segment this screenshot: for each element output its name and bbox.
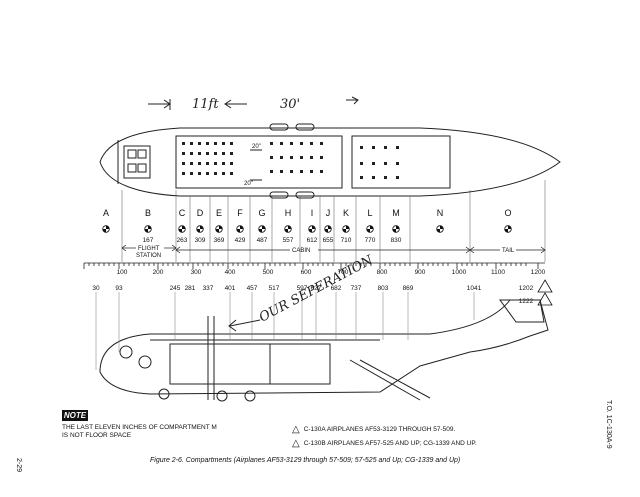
station-mark: 93 — [115, 285, 123, 292]
station-scale-ruler — [83, 262, 545, 269]
scale-label: 700 — [338, 269, 349, 276]
legend-text-1: C-130A AIRPLANES AF53-3129 THROUGH 57-50… — [303, 426, 456, 434]
compartment-letter: C — [179, 208, 186, 218]
station-mark: 457 — [247, 285, 258, 292]
station-mark: 245 — [170, 285, 181, 292]
floor-dim-upper: 20" — [252, 144, 261, 150]
compartment-letter: M — [392, 208, 400, 218]
compartment-letter: H — [285, 208, 292, 218]
revision-triangle-icon — [537, 279, 553, 306]
station-mark: 517 — [269, 285, 280, 292]
station-mark: 281 — [185, 285, 196, 292]
page-number: 2-29 — [15, 458, 22, 473]
compartment-letter: A — [103, 208, 109, 218]
note-text: THE LAST ELEVEN INCHES OF COMPARTMENT M … — [62, 424, 252, 440]
figure-caption: Figure 2-6. Compartments (Airplanes AF53… — [150, 457, 461, 464]
scale-label: 900 — [415, 269, 426, 276]
compartment-letter: K — [343, 208, 349, 218]
compartment-letter: L — [367, 208, 372, 218]
tail-label: TAIL — [502, 248, 515, 254]
station-mark: 803 — [378, 285, 389, 292]
centroid-symbols — [102, 225, 512, 233]
flight-station-label-2: STATION — [136, 253, 161, 259]
station-mark: 597 — [297, 285, 308, 292]
centroid-station: 309 — [195, 237, 206, 244]
station-lines — [121, 180, 546, 262]
side-view-station-lines — [95, 292, 475, 370]
scale-label: 1000 — [452, 269, 467, 276]
compartment-letter: D — [197, 208, 204, 218]
scale-label: 100 — [117, 269, 128, 276]
side-view-fuselage — [99, 299, 549, 402]
zone-brackets — [121, 244, 546, 254]
station-mark: 337 — [203, 285, 214, 292]
note-line-2: IS NOT FLOOR SPACE — [62, 432, 132, 439]
triangle-1-icon: △ — [292, 424, 300, 435]
scale-label: 200 — [153, 269, 164, 276]
station-mark: 627 — [311, 285, 322, 292]
handwritten-arrow-icon — [228, 319, 261, 332]
station-mark: 1041 — [467, 285, 482, 292]
centroid-station: 830 — [391, 237, 402, 244]
compartment-letter: J — [326, 208, 331, 218]
legend-item-2: △C-130B AIRPLANES AF57-525 AND UP; CG-13… — [292, 438, 477, 449]
cabin-label: CABIN — [292, 248, 310, 254]
centroid-station: 167 — [143, 237, 154, 244]
centroid-station: 263 — [177, 237, 188, 244]
compartment-letter: N — [437, 208, 444, 218]
station-mark: 737 — [351, 285, 362, 292]
station-mark: 401 — [225, 285, 236, 292]
station-mark: 30 — [92, 285, 100, 292]
centroid-station: 612 — [307, 237, 318, 244]
compartment-letter: F — [237, 208, 243, 218]
station-mark: 682 — [331, 285, 342, 292]
compartment-letter: G — [258, 208, 265, 218]
floor-dim-lower: 20" — [244, 181, 253, 187]
centroid-station: 557 — [283, 237, 294, 244]
note-badge: NOTE — [62, 410, 88, 421]
station-mark: 1222 — [519, 298, 534, 305]
compartment-letter: I — [311, 208, 314, 218]
flight-station-label: FLIGHT — [138, 246, 160, 252]
to-number: T.O. 1C-130A-9 — [605, 400, 612, 449]
scale-label: 400 — [225, 269, 236, 276]
handwritten-30ft: 30' — [280, 97, 300, 112]
scale-label: 800 — [377, 269, 388, 276]
scale-label: 500 — [263, 269, 274, 276]
centroid-station: 487 — [257, 237, 268, 244]
compartment-letter: O — [504, 208, 511, 218]
scale-label: 1100 — [491, 269, 505, 276]
centroid-station: 369 — [214, 237, 225, 244]
handwritten-dimension-arrows — [148, 96, 359, 110]
floor-plan-grid — [182, 142, 399, 179]
legend-item-1: △C-130A AIRPLANES AF53-3129 THROUGH 57-5… — [292, 424, 455, 435]
station-mark: 1202 — [519, 285, 534, 292]
triangle-2-icon: △ — [292, 438, 300, 449]
centroid-station: 710 — [341, 237, 352, 244]
centroid-station: 429 — [235, 237, 246, 244]
scale-label: 1200 — [531, 269, 546, 276]
handwritten-11ft: 11ft — [192, 97, 219, 112]
compartment-letter: E — [216, 208, 222, 218]
top-view-fuselage — [99, 123, 561, 199]
legend-text-2: C-130B AIRPLANES AF57-525 AND UP; CG-133… — [303, 440, 477, 448]
station-mark: 869 — [403, 285, 414, 292]
scale-label: 600 — [301, 269, 312, 276]
compartment-letter: B — [145, 208, 151, 218]
scale-label: 300 — [191, 269, 202, 276]
note-line-1: THE LAST ELEVEN INCHES OF COMPARTMENT M — [62, 424, 217, 431]
centroid-station: 655 — [323, 237, 334, 244]
centroid-station: 770 — [365, 237, 376, 244]
